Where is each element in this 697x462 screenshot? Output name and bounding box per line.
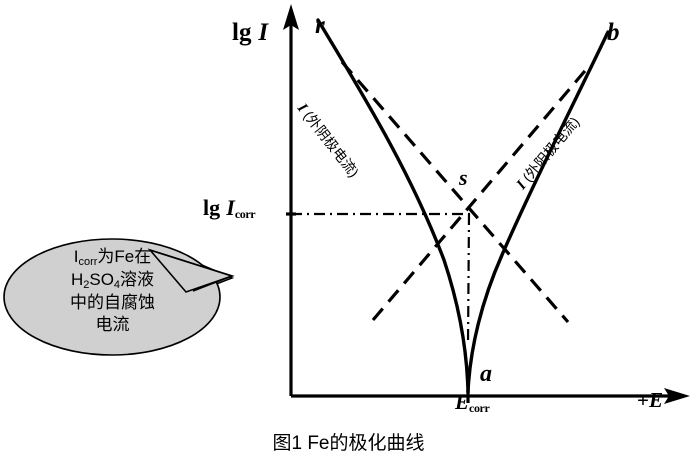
y-axis-label-var: I	[258, 19, 269, 46]
y-axis-tick-label-icorr: lg Icorr	[203, 195, 256, 221]
y-axis-label: lg I	[232, 20, 268, 45]
icorr-var: I	[226, 195, 235, 220]
cathodic-tangent-line	[340, 60, 570, 324]
bubble-line-4: 电流	[95, 314, 130, 334]
figure-caption: 图1 Fe的极化曲线	[272, 433, 425, 454]
point-label-a: a	[480, 361, 492, 387]
x-axis-tick-label-ecorr: Ecorr	[455, 390, 490, 415]
bubble-line-2-rest: 溶液	[120, 270, 155, 290]
x-axis	[291, 388, 690, 404]
icorr-prefix: lg	[203, 195, 221, 220]
bubble-h: H	[70, 270, 84, 290]
bubble-so: SO	[89, 270, 114, 290]
annotation-bubble-text: Icorr为Fe在 H2SO4溶液 中的自腐蚀 电流	[20, 246, 205, 336]
bubble-h-sub: 2	[83, 279, 90, 292]
point-label-s: s	[459, 165, 468, 190]
anodic-polarization-curve	[466, 30, 610, 394]
x-axis-label-var: E	[648, 388, 663, 412]
point-label-b: b	[607, 19, 620, 46]
bubble-line-3: 中的自腐蚀	[70, 293, 155, 313]
x-axis-label-plus: +	[637, 388, 649, 412]
bubble-line-2: H2SO4溶液	[20, 269, 205, 292]
bubble-tail-outline	[149, 249, 235, 292]
bubble-line-1: Icorr为Fe在	[20, 246, 205, 269]
x-axis-label: +E	[637, 390, 663, 411]
bubble-icorr-sub: corr	[78, 256, 98, 268]
anodic-tangent-line	[371, 63, 592, 322]
ecorr-var: E	[455, 390, 470, 414]
y-axis-arrow-head	[283, 4, 299, 30]
annotation-bubble	[3, 238, 235, 356]
x-axis-arrow-head	[664, 388, 690, 404]
bubble-line-1-rest: 为Fe在	[97, 247, 152, 266]
icorr-subscript: corr	[234, 207, 256, 221]
ecorr-subscript: corr	[469, 401, 490, 415]
point-label-r: r	[315, 12, 325, 39]
bubble-icorr-var: I	[73, 247, 79, 266]
ecorr-vertical-guide	[466, 213, 471, 346]
bubble-o-sub: 4	[113, 279, 121, 292]
y-axis-label-prefix: lg	[232, 19, 252, 46]
y-axis	[283, 4, 299, 396]
cathodic-polarization-curve	[316, 18, 470, 394]
